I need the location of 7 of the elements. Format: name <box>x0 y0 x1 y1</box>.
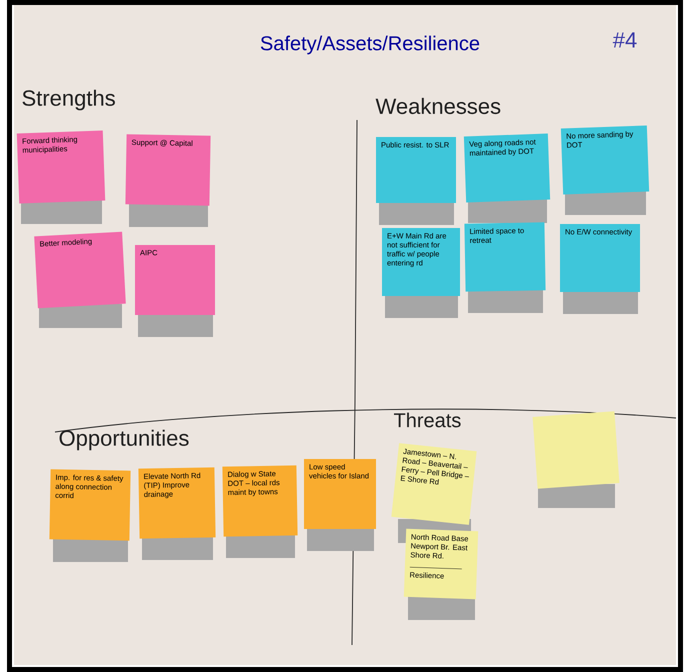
quadrant-heading: Strengths <box>22 90 115 110</box>
page-number: #4 <box>612 32 637 48</box>
title: Safety/Assets/Resilience <box>260 36 480 54</box>
quadrant-heading: Weaknesses <box>376 98 500 114</box>
quadrant-heading: Opportunities <box>60 430 189 450</box>
blank-sticky-note <box>532 411 620 508</box>
quadrant-heading: Threats <box>394 412 461 428</box>
